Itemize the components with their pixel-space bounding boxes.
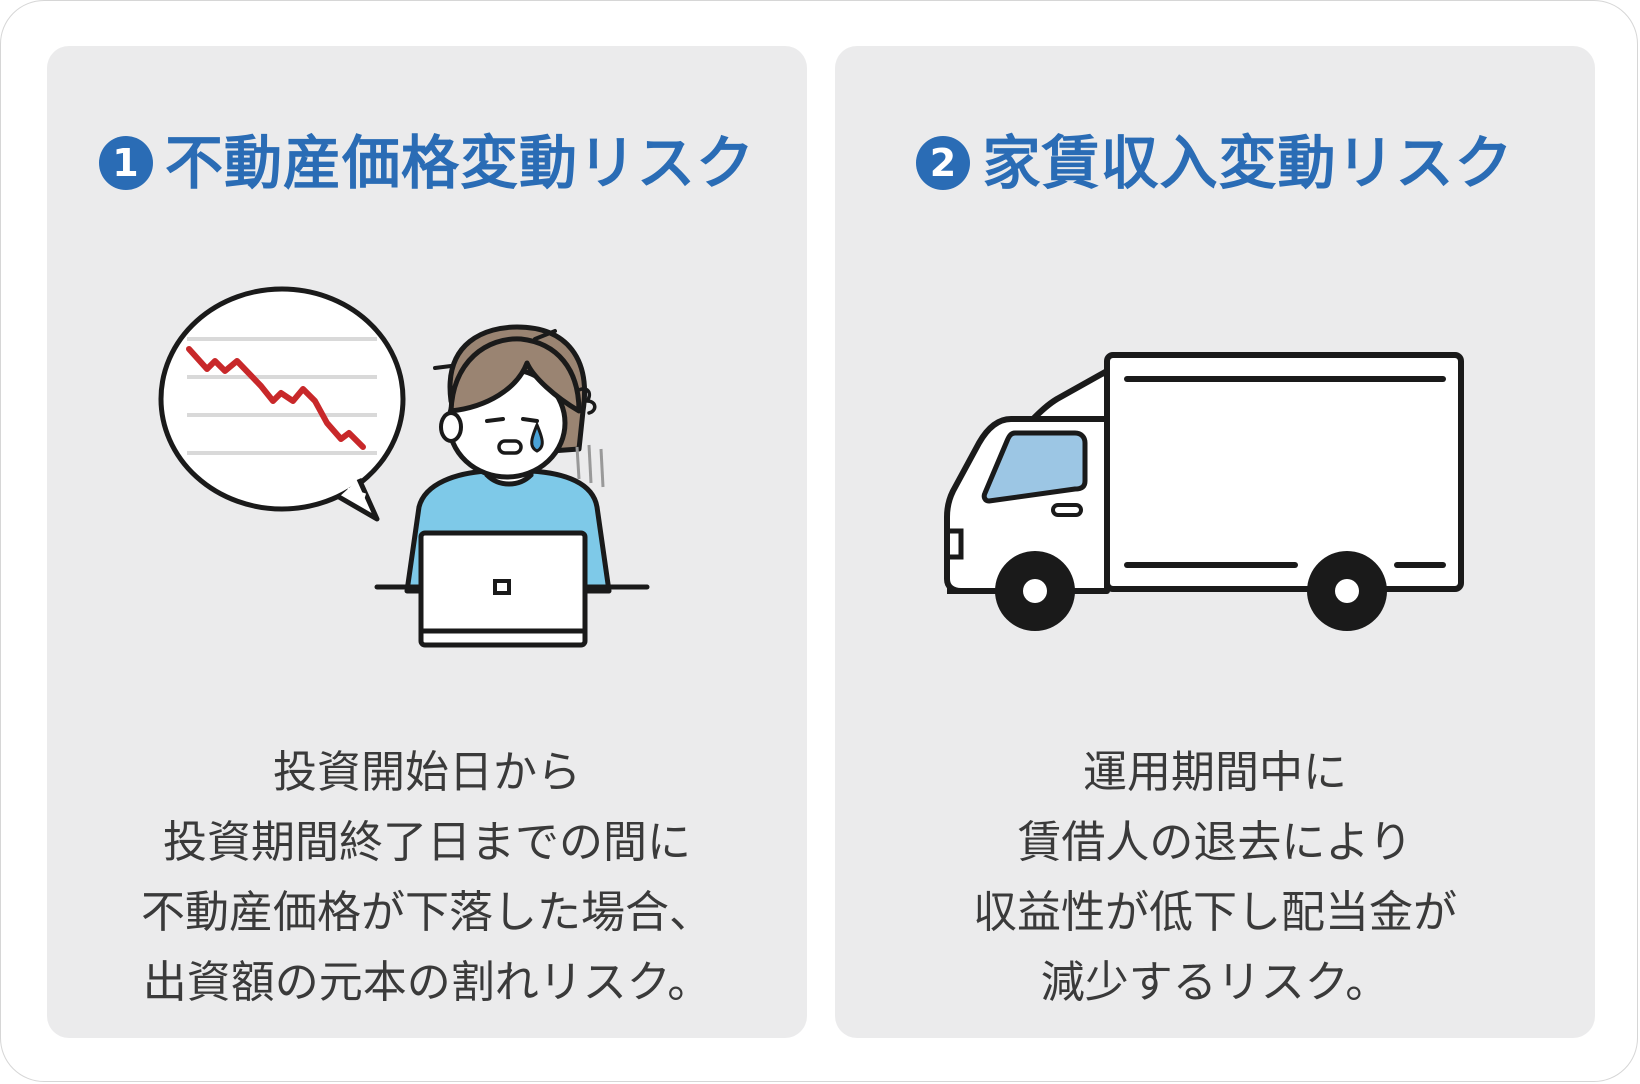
truck-illustration <box>944 352 1464 631</box>
description-line: 減少するリスク。 <box>1040 957 1390 1008</box>
worried-person-illustration <box>158 286 650 648</box>
laptop-icon <box>418 530 588 648</box>
description-line: 賃借人の退去により <box>1017 817 1413 868</box>
card-description: 投資開始日から 投資期間終了日までの間に 不動産価格が下落した場合、 出資額の元… <box>47 738 807 1018</box>
card-description: 運用期間中に 賃借人の退去により 収益性が低下し配当金が 減少するリスク。 <box>835 738 1595 1018</box>
description-line: 出資額の元本の割れリスク。 <box>142 957 712 1008</box>
description-line: 運用期間中に <box>1083 747 1347 798</box>
speech-bubble-icon <box>158 286 406 522</box>
number-badge: 1 <box>98 136 153 190</box>
person-icon <box>404 324 612 594</box>
card-title: 2 家賃収入変動リスク <box>835 134 1595 192</box>
card-title-text: 不動産価格変動リスク <box>164 129 755 197</box>
risk-card-price: 1 不動産価格変動リスク <box>47 46 807 1038</box>
description-line: 収益性が低下し配当金が <box>973 887 1457 938</box>
card-title: 1 不動産価格変動リスク <box>47 134 807 192</box>
risk-card-rent: 2 家賃収入変動リスク <box>835 46 1595 1038</box>
description-line: 投資期間終了日までの間に <box>163 817 691 868</box>
description-line: 投資開始日から <box>273 747 581 798</box>
number-badge: 2 <box>916 136 971 190</box>
description-line: 不動産価格が下落した場合、 <box>141 887 713 938</box>
falling-chart-icon <box>186 337 377 455</box>
card-title-text: 家賃収入変動リスク <box>982 129 1514 197</box>
truck-icon <box>944 352 1464 631</box>
